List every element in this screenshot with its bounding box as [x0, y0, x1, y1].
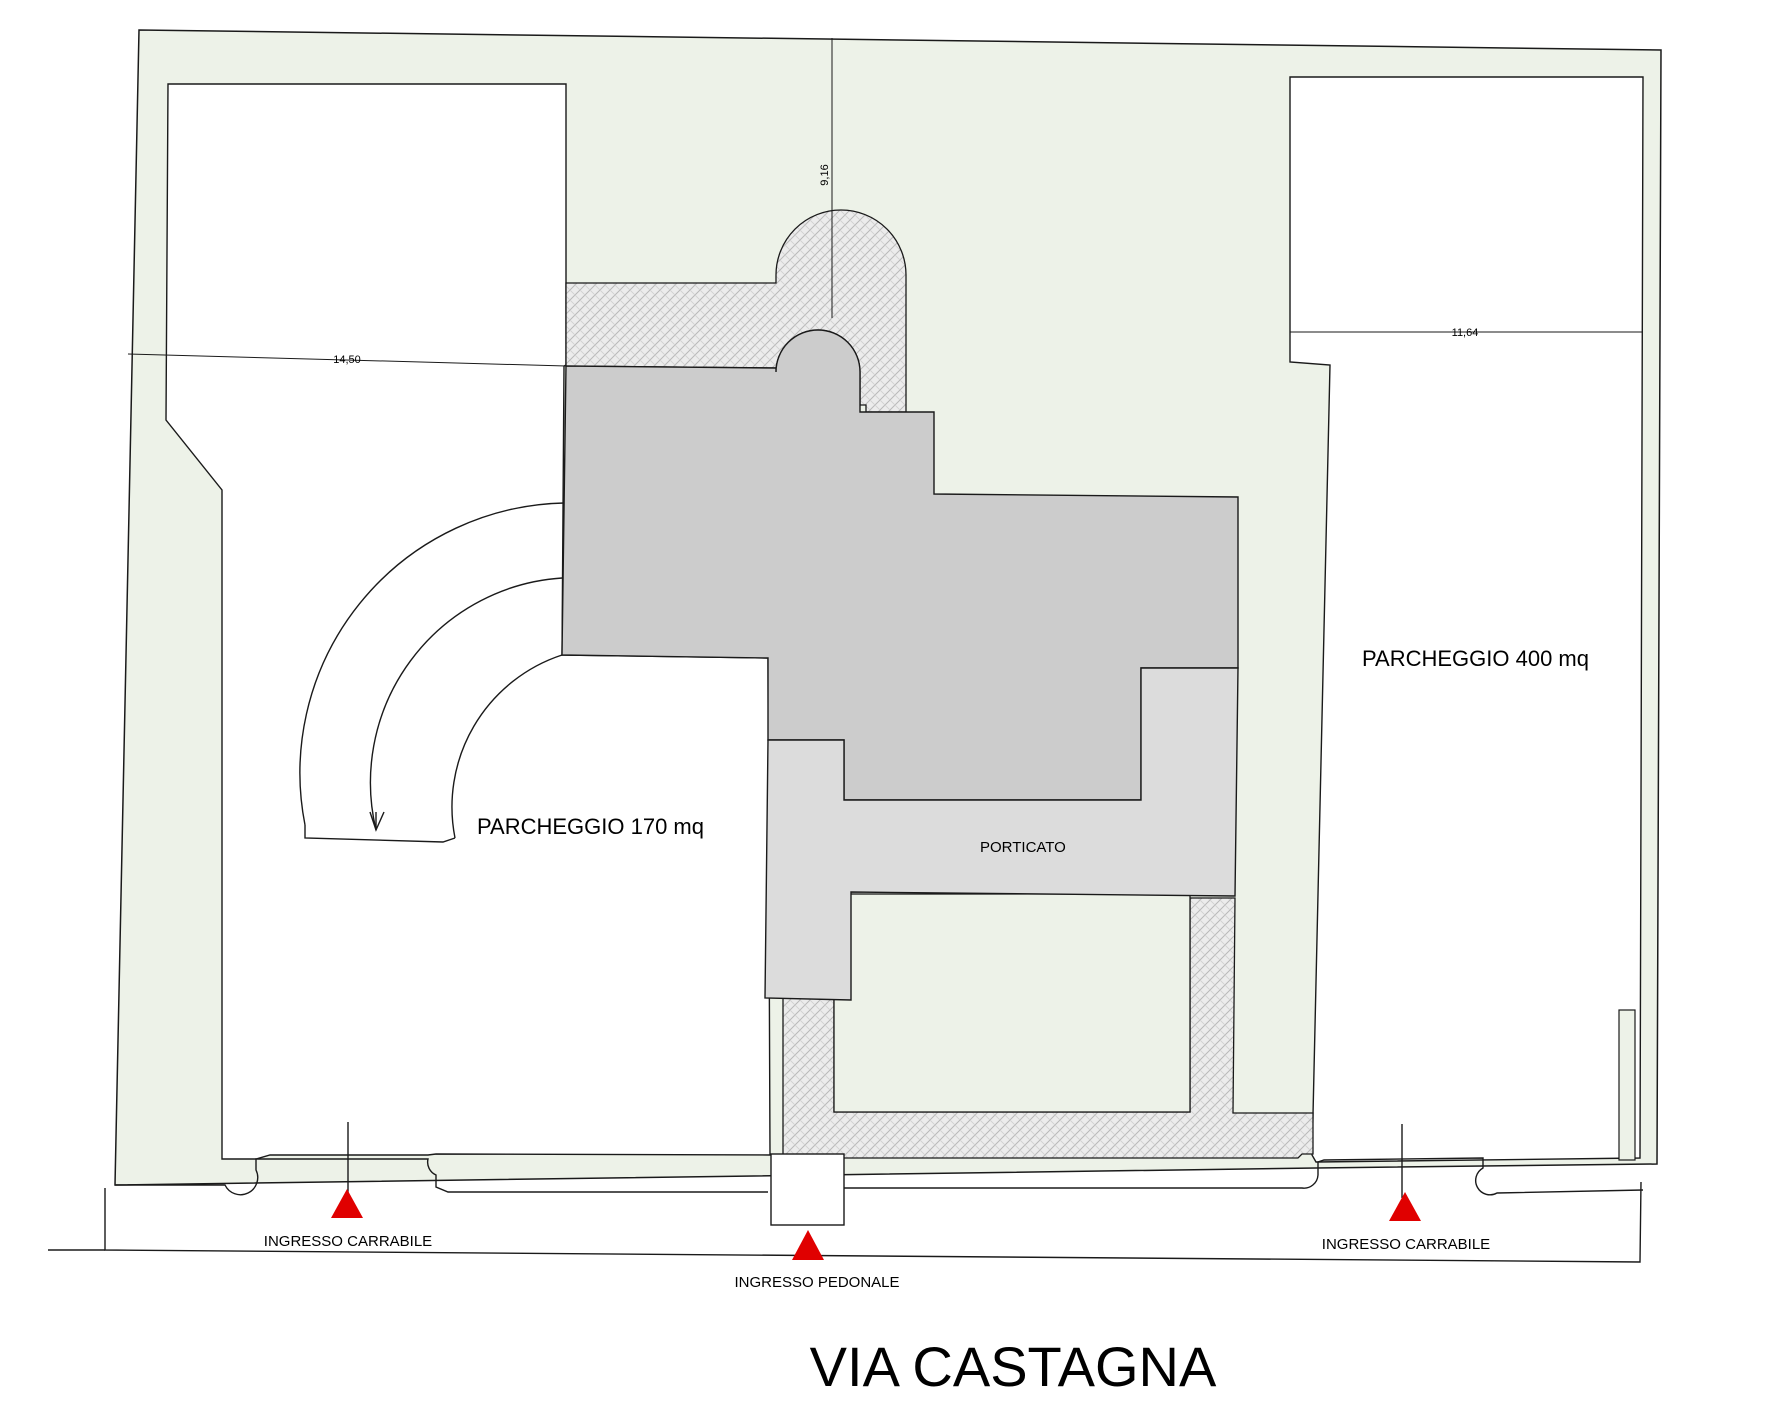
driveway-ramp-edge [304, 825, 456, 843]
parking-left-label: PARCHEGGIO 170 mq [477, 814, 704, 839]
front-wall-right [842, 1157, 1644, 1196]
porch-area [764, 667, 1239, 1001]
pedestrian-gate-box [770, 1153, 845, 1226]
entrance-marker-pedestrian-icon [792, 1230, 824, 1260]
driveway-arrow-icon [369, 811, 385, 832]
entrance-vehicle-left-label: INGRESSO CARRABILE [264, 1233, 432, 1250]
parking-area-right [1289, 76, 1644, 1163]
street-name: VIA CASTAGNA [810, 1335, 1217, 1398]
entrance-marker-left-icon [331, 1189, 363, 1218]
garden-south-inner [833, 893, 1191, 1113]
entrance-marker-right-icon [1389, 1192, 1421, 1221]
dimension-line-left [127, 353, 567, 367]
front-wall-left [115, 1158, 768, 1196]
parking-right-label: PARCHEGGIO 400 mq [1362, 646, 1589, 671]
entrance-pedestrian-label: INGRESSO PEDONALE [734, 1274, 899, 1291]
driveway-curve-outer [299, 502, 565, 826]
driveway-curve-inner [451, 654, 563, 839]
dimension-top: 9,16 [819, 164, 831, 185]
entrance-vehicle-right-label: INGRESSO CARRABILE [1322, 1236, 1490, 1253]
right-edge-strip [1618, 1009, 1636, 1161]
dimension-right: 11,64 [1452, 327, 1479, 339]
porch-label: PORTICATO [980, 839, 1066, 856]
dimension-left: 14,50 [333, 354, 361, 366]
driveway-curve-middle [369, 577, 563, 831]
sidewalk-line [104, 1181, 1642, 1263]
